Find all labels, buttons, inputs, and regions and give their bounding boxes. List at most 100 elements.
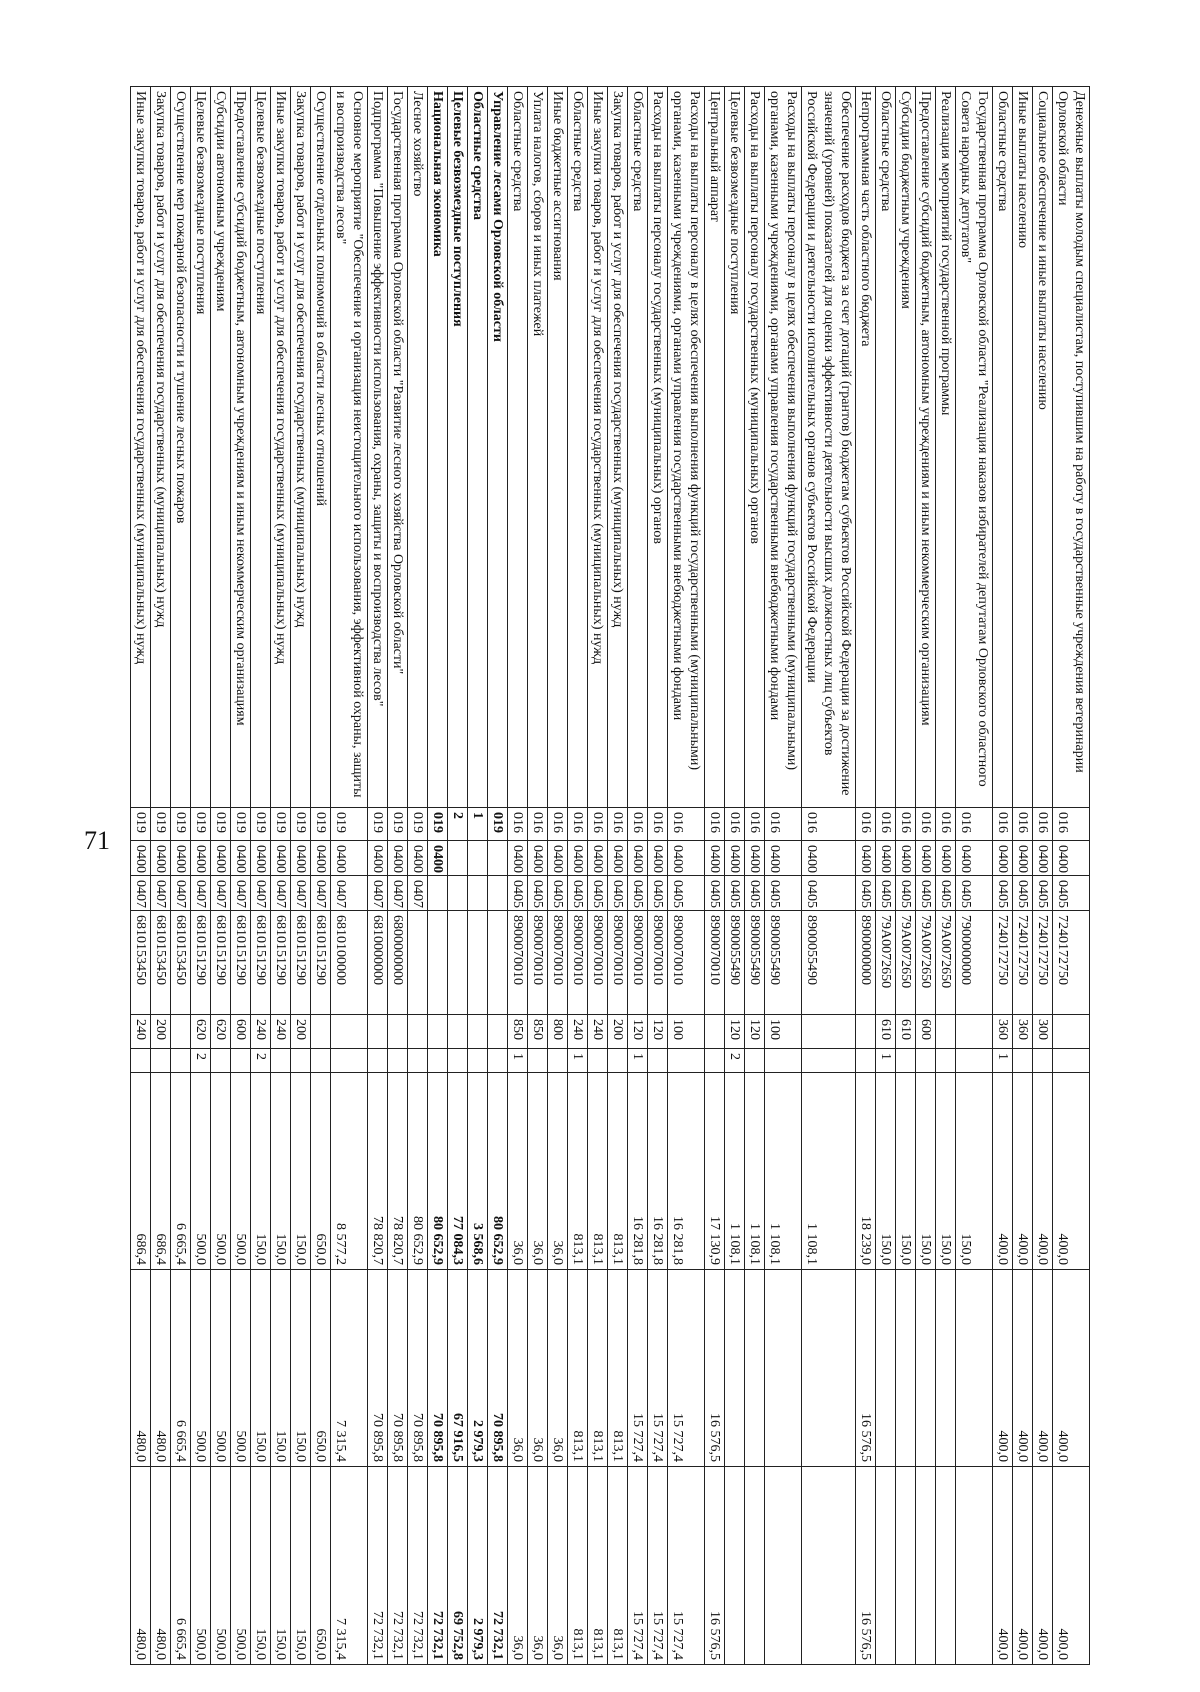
- cell-target: 7240172750: [1032, 910, 1053, 1015]
- cell-target: 8900070010: [527, 910, 548, 1015]
- cell-section: 0400: [855, 840, 876, 876]
- cell-year2: [935, 1269, 956, 1467]
- table-row: Иные закупки товаров, работ и услуг для …: [587, 86, 608, 1665]
- cell-name: Уплата налогов, сборов и иных платежей: [527, 86, 548, 808]
- cell-year1: 686,4: [150, 1072, 171, 1270]
- cell-target: 8900055490: [744, 910, 765, 1015]
- table-row: Расходы на выплаты персоналу государстве…: [647, 86, 668, 1665]
- cell-section: 0400: [310, 840, 331, 876]
- cell-year2: 70 895,8: [367, 1269, 388, 1467]
- cell-source: [547, 1048, 568, 1073]
- cell-ministry: 019: [130, 807, 151, 841]
- cell-year2: 36,0: [507, 1269, 528, 1467]
- cell-source: [895, 1048, 916, 1073]
- cell-year3: 72 732,1: [367, 1466, 388, 1665]
- cell-target: 7240172750: [1052, 910, 1090, 1015]
- cell-source: [467, 1048, 488, 1073]
- cell-year1: 150,0: [915, 1072, 936, 1270]
- cell-source: 2: [724, 1048, 745, 1073]
- cell-ministry: 016: [875, 807, 896, 841]
- cell-year2: 400,0: [1012, 1269, 1033, 1467]
- cell-target: 6800000000: [387, 910, 408, 1015]
- cell-type: [170, 1014, 191, 1049]
- cell-year2: 2 979,3: [467, 1269, 488, 1467]
- cell-year2: [875, 1269, 896, 1467]
- cell-name: Субсидии бюджетным учреждениям: [895, 86, 916, 808]
- cell-year1: 686,4: [130, 1072, 151, 1270]
- cell-target: 79А0072650: [915, 910, 936, 1015]
- cell-type: [367, 1014, 388, 1049]
- cell-section: 0400: [507, 840, 528, 876]
- cell-name: Иные закупки товаров, работ и услуг для …: [270, 86, 291, 808]
- table-row: Социальное обеспечение и иные выплаты на…: [1032, 86, 1053, 1665]
- cell-year1: 150,0: [875, 1072, 896, 1270]
- cell-year3: [801, 1466, 856, 1665]
- cell-target: 8900070010: [647, 910, 668, 1015]
- cell-year3: 400,0: [1052, 1466, 1090, 1665]
- cell-type: 610: [875, 1014, 896, 1049]
- cell-source: 1: [992, 1048, 1013, 1073]
- cell-year3: [764, 1466, 802, 1665]
- cell-year3: 813,1: [587, 1466, 608, 1665]
- cell-ministry: 2: [447, 807, 468, 841]
- cell-subsection: 0407: [407, 875, 428, 911]
- cell-year1: 400,0: [1012, 1072, 1033, 1270]
- cell-target: 8900055490: [801, 910, 856, 1015]
- cell-type: [427, 1014, 448, 1049]
- cell-section: 0400: [627, 840, 648, 876]
- cell-subsection: 0407: [130, 875, 151, 911]
- cell-year1: 80 652,9: [427, 1072, 448, 1270]
- cell-year2: 400,0: [1032, 1269, 1053, 1467]
- cell-type: 240: [567, 1014, 588, 1049]
- cell-subsection: 0405: [855, 875, 876, 911]
- cell-target: [467, 910, 488, 1015]
- cell-year3: 15 727,4: [647, 1466, 668, 1665]
- cell-ministry: 019: [210, 807, 231, 841]
- cell-ministry: 016: [547, 807, 568, 841]
- cell-year3: [875, 1466, 896, 1665]
- cell-subsection: 0407: [270, 875, 291, 911]
- cell-type: 240: [250, 1014, 271, 1049]
- cell-name: Реализация мероприятий государственной п…: [935, 86, 956, 808]
- cell-target: 8900000000: [855, 910, 876, 1015]
- cell-type: 200: [290, 1014, 311, 1049]
- cell-target: 6810151290: [190, 910, 211, 1015]
- cell-section: 0400: [875, 840, 896, 876]
- cell-year3: 69 752,8: [447, 1466, 468, 1665]
- cell-section: 0400: [992, 840, 1013, 876]
- table-row: Обеспечение расходов бюджета за счет дот…: [801, 86, 856, 1665]
- cell-year1: 1 108,1: [724, 1072, 745, 1270]
- cell-subsection: 0405: [744, 875, 765, 911]
- cell-source: [1012, 1048, 1033, 1073]
- table-row: Закупка товаров, работ и услуг для обесп…: [290, 86, 311, 1665]
- cell-year1: 150,0: [290, 1072, 311, 1270]
- cell-target: 6810151290: [210, 910, 231, 1015]
- cell-type: [407, 1014, 428, 1049]
- cell-year2: 150,0: [290, 1269, 311, 1467]
- cell-ministry: 016: [895, 807, 916, 841]
- cell-type: [1052, 1014, 1090, 1049]
- cell-name: Центральный аппарат: [704, 86, 725, 808]
- cell-type: 850: [507, 1014, 528, 1049]
- cell-name: Расходы на выплаты персоналу в целях обе…: [764, 86, 802, 808]
- cell-source: [1032, 1048, 1053, 1073]
- cell-name: Государственная программа Орловской обла…: [955, 86, 993, 808]
- cell-target: 7240172750: [992, 910, 1013, 1015]
- cell-ministry: 019: [367, 807, 388, 841]
- cell-type: 120: [627, 1014, 648, 1049]
- cell-year1: 77 084,3: [447, 1072, 468, 1270]
- cell-ministry: 016: [627, 807, 648, 841]
- cell-year2: [895, 1269, 916, 1467]
- cell-target: 8900070010: [667, 910, 705, 1015]
- cell-subsection: 0405: [587, 875, 608, 911]
- cell-name: Предоставление субсидий бюджетным, автон…: [915, 86, 936, 808]
- cell-year1: 16 281,8: [667, 1072, 705, 1270]
- cell-section: 0400: [230, 840, 251, 876]
